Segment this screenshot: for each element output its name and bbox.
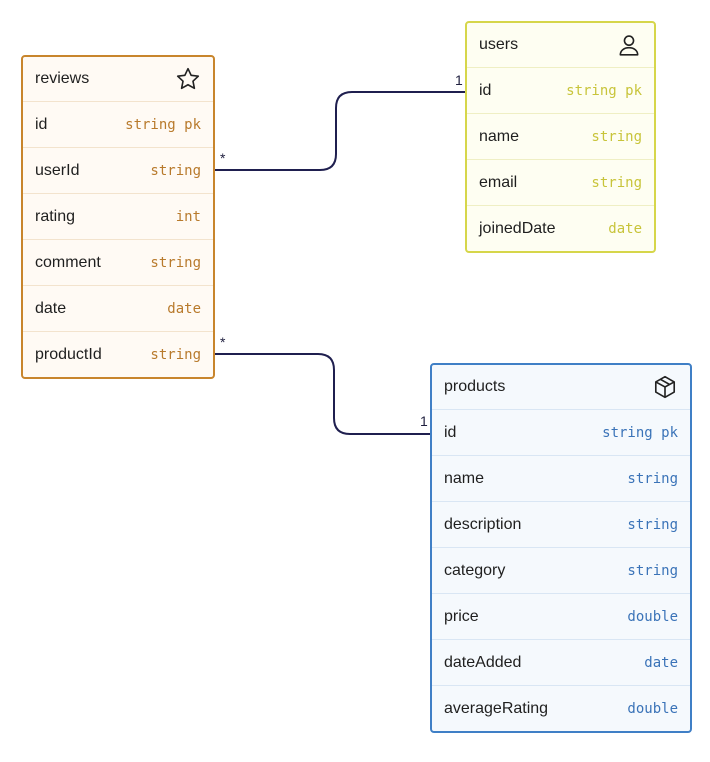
field-name: id <box>35 115 48 133</box>
relation-reviews-users[interactable] <box>207 91 472 171</box>
field-name: description <box>444 515 522 533</box>
field-type: string <box>591 174 642 191</box>
table-title: users <box>479 36 519 53</box>
field-row[interactable]: description string <box>432 501 690 547</box>
field-name: name <box>479 127 520 145</box>
field-row[interactable]: price double <box>432 593 690 639</box>
field-name: productId <box>35 345 102 363</box>
field-type: string <box>627 470 678 487</box>
field-type: string pk <box>566 82 642 99</box>
field-row[interactable]: comment string <box>23 239 213 285</box>
field-type: string <box>150 346 201 363</box>
field-name: id <box>479 81 492 99</box>
field-name: email <box>479 173 518 191</box>
table-products[interactable]: products id string pk name string descript… <box>430 363 692 733</box>
field-type: string <box>627 562 678 579</box>
field-type: string pk <box>602 424 678 441</box>
box-icon <box>652 374 678 400</box>
cardinality-reviews-productId: * <box>220 334 226 350</box>
field-type: string <box>627 516 678 533</box>
field-row[interactable]: averageRating double <box>432 685 690 731</box>
field-name: date <box>35 299 67 317</box>
table-header[interactable]: products <box>432 365 690 409</box>
star-icon <box>175 66 201 92</box>
field-type: date <box>167 300 201 317</box>
field-name: rating <box>35 207 76 225</box>
field-type: date <box>644 654 678 671</box>
field-row[interactable]: userId string <box>23 147 213 193</box>
table-reviews[interactable]: reviews id string pk userId string rating i… <box>21 55 215 379</box>
field-row[interactable]: email string <box>467 159 654 205</box>
field-row[interactable]: id string pk <box>432 409 690 455</box>
field-type: date <box>608 220 642 237</box>
field-type: string pk <box>125 116 201 133</box>
field-name: id <box>444 423 457 441</box>
user-icon <box>616 32 642 58</box>
field-type: double <box>627 700 678 717</box>
field-row[interactable]: category string <box>432 547 690 593</box>
relation-reviews-products[interactable] <box>207 353 437 435</box>
field-name: dateAdded <box>444 653 522 671</box>
field-type: int <box>175 208 201 225</box>
field-row[interactable]: productId string <box>23 331 213 377</box>
field-row[interactable]: dateAdded date <box>432 639 690 685</box>
cardinality-products-id: 1 <box>420 413 428 429</box>
field-name: price <box>444 607 479 625</box>
field-name: name <box>444 469 485 487</box>
field-row[interactable]: date date <box>23 285 213 331</box>
field-row[interactable]: rating int <box>23 193 213 239</box>
field-name: comment <box>35 253 101 271</box>
table-users[interactable]: users id string pk name string email string… <box>465 21 656 253</box>
table-header[interactable]: users <box>467 23 654 67</box>
field-type: double <box>627 608 678 625</box>
field-name: joinedDate <box>479 219 556 237</box>
field-type: string <box>150 254 201 271</box>
field-row[interactable]: name string <box>432 455 690 501</box>
cardinality-reviews-userId: * <box>220 150 226 166</box>
field-name: averageRating <box>444 699 549 717</box>
field-name: category <box>444 561 506 579</box>
field-row[interactable]: id string pk <box>23 101 213 147</box>
field-name: userId <box>35 161 80 179</box>
table-title: reviews <box>35 70 90 87</box>
field-row[interactable]: name string <box>467 113 654 159</box>
field-type: string <box>150 162 201 179</box>
table-title: products <box>444 378 506 395</box>
table-header[interactable]: reviews <box>23 57 213 101</box>
field-type: string <box>591 128 642 145</box>
field-row[interactable]: id string pk <box>467 67 654 113</box>
cardinality-users-id: 1 <box>455 72 463 88</box>
field-row[interactable]: joinedDate date <box>467 205 654 251</box>
